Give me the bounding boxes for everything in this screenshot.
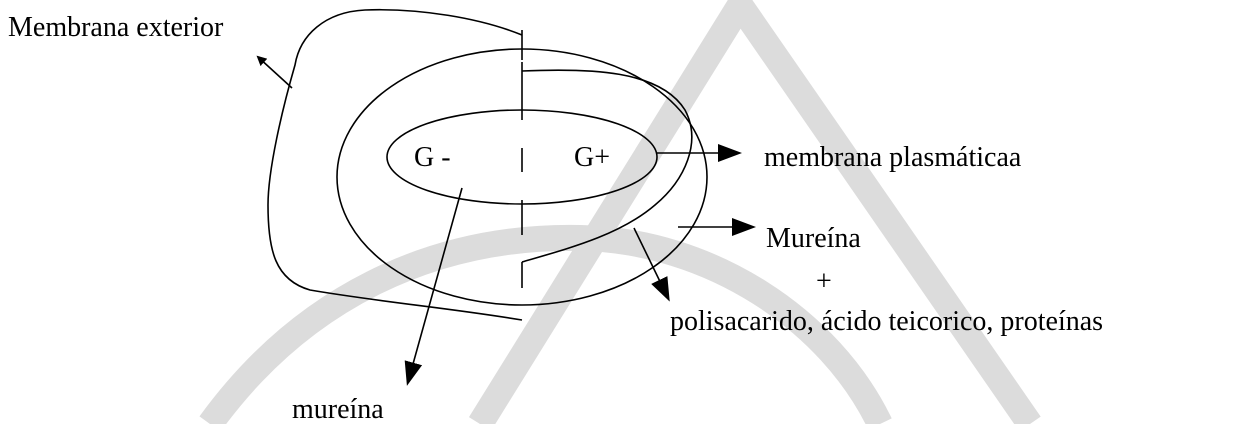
- label-gram-negative: G -: [414, 142, 451, 173]
- gram-positive-wall-region: [521, 69, 693, 263]
- watermark-logo: [199, 0, 1041, 424]
- label-outer-membrane: Membrana exterior: [8, 12, 224, 43]
- outer-membrane-arrow: [256, 55, 293, 89]
- label-cell-wall-components: polisacarido, ácido teicorico, proteínas: [670, 306, 1103, 337]
- label-plasma-membrane: membrana plasmáticaa: [764, 142, 1022, 173]
- outer-membrane-line: [267, 8, 523, 321]
- label-gram-positive: G+: [574, 142, 610, 173]
- inner-ellipse: [386, 109, 658, 205]
- label-murein-lower: mureína: [292, 394, 384, 424]
- label-plus-sign: +: [816, 266, 832, 297]
- label-murein-upper: Mureína: [766, 223, 861, 254]
- murein-lower-arrow: [404, 187, 463, 386]
- components-arrow: [633, 227, 670, 302]
